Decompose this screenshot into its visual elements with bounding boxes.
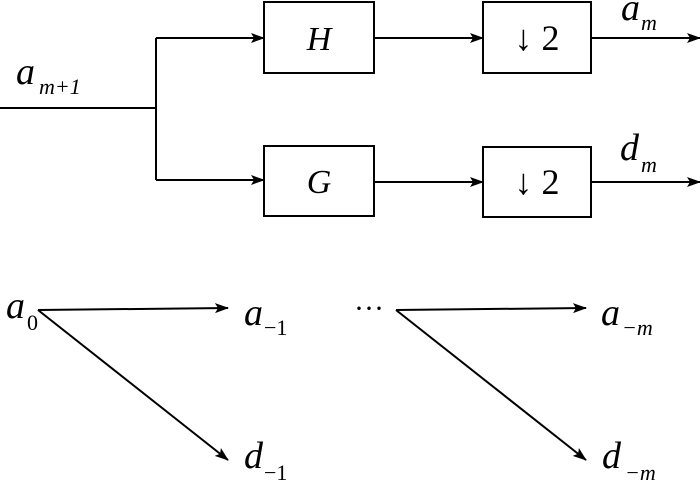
downsample-bottom-label: ↓ 2 xyxy=(515,162,560,202)
g-filter-label: G xyxy=(307,164,332,201)
input-label: a m+1 xyxy=(16,51,81,99)
output-top-label: a m xyxy=(621,0,657,35)
levelm-approx-label: a −m xyxy=(601,292,653,340)
arrow-a0-to-d-1 xyxy=(37,309,229,461)
decomposition-tree xyxy=(37,303,587,461)
levelm-detail-label: d −m xyxy=(602,435,656,485)
output-bottom-label: d m xyxy=(620,127,657,177)
ellipsis: ··· xyxy=(354,292,384,325)
h-filter-label: H xyxy=(306,21,334,58)
root-label: a 0 xyxy=(6,285,38,335)
arrow-am-to-d-m xyxy=(395,309,587,461)
arrow-a0-to-a-1 xyxy=(37,303,229,314)
level1-approx-label: a −1 xyxy=(244,292,287,340)
arrow-am-to-a-m xyxy=(395,303,587,314)
level1-detail-label: d −1 xyxy=(244,435,287,485)
downsample-top-label: ↓ 2 xyxy=(515,18,560,58)
filter-bank xyxy=(0,1,700,218)
